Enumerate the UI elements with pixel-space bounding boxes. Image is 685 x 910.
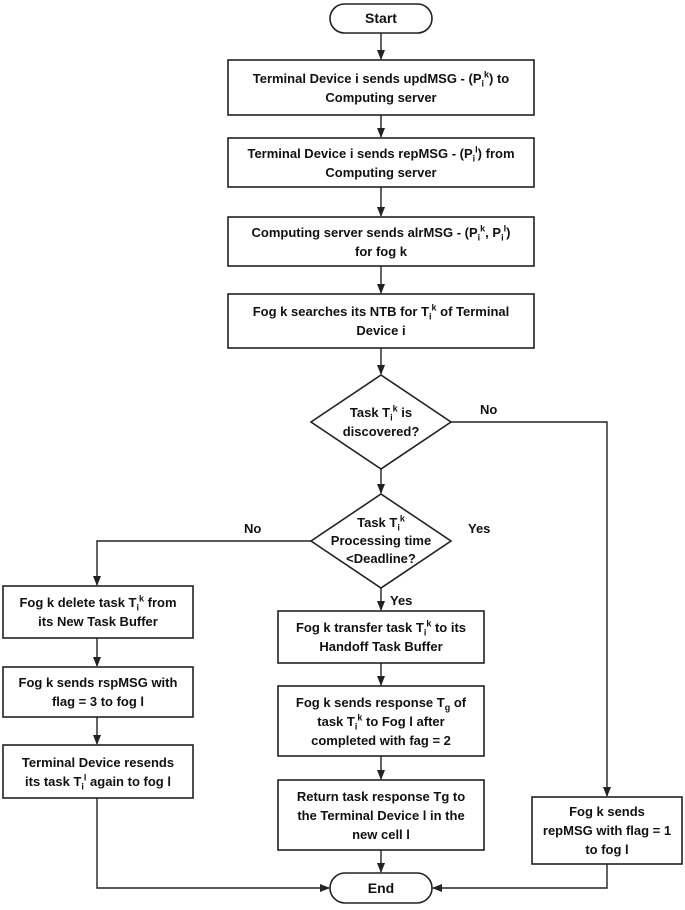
edge-label-disc-no: No <box>480 402 498 417</box>
transfer-label: Fog k transfer task Tik to its Handoff T… <box>295 618 467 654</box>
end-label: End <box>367 879 395 896</box>
discovered-label: Task Tik is discovered? <box>342 403 420 439</box>
arrow-disc-no <box>451 421 611 797</box>
arrow-proc-no <box>93 540 311 586</box>
response-box <box>277 685 485 757</box>
return-label: Return task response Tg to the Terminal … <box>296 788 466 842</box>
arrow-repflag-end <box>432 864 608 892</box>
right-branch-box <box>531 796 683 865</box>
search-label: Fog k searches its NTB for Tik of Termin… <box>252 302 510 338</box>
rsp-box <box>2 666 194 718</box>
alr-box <box>227 216 535 267</box>
start-label: Start <box>365 10 397 26</box>
edge-label-proc-no: No <box>244 521 262 536</box>
deadline-label: Task Tik Processing time <Deadline? <box>330 513 432 566</box>
rep-box <box>227 137 535 188</box>
rsp-label: Fog k sends rspMSG with flag = 3 to fog … <box>18 675 178 709</box>
upd-label: Terminal Device i sends updMSG - (Pik) t… <box>252 69 510 105</box>
resend-label: Terminal Device resends its task Til aga… <box>21 754 175 792</box>
delete-box <box>2 585 194 639</box>
transfer-box <box>277 610 485 664</box>
rep-label: Terminal Device i sends repMSG - (Pil) f… <box>247 144 515 180</box>
alr-label: Computing server sends alrMSG - (Pik, Pi… <box>251 223 511 259</box>
response-label: Fog k sends response Tg of task Tik to F… <box>295 694 467 748</box>
delete-label: Fog k delete task Tik from its New Task … <box>19 593 177 629</box>
repflag-label: Fog k sends repMSG with flag = 1 to fog … <box>542 804 672 857</box>
resend-box <box>2 744 194 799</box>
arrow-resend-end <box>96 798 330 892</box>
upd-box <box>227 59 535 116</box>
edge-label-proc-yes-down: Yes <box>390 593 413 608</box>
edge-label-proc-yes-right: Yes <box>468 521 491 536</box>
return-box <box>277 779 485 851</box>
